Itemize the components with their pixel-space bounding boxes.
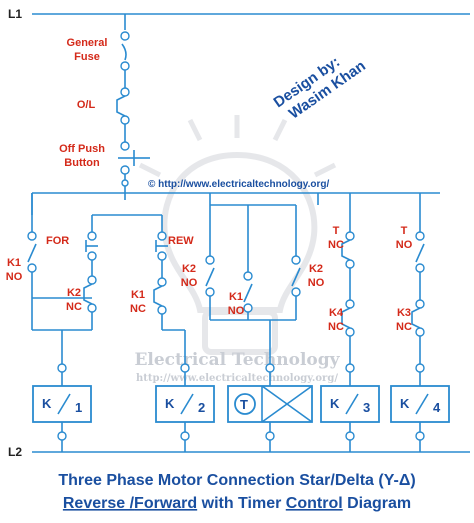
column-k1	[27, 193, 162, 452]
overload-label: O/L	[77, 99, 96, 111]
design-credit: Design by: Wasim Khan	[271, 43, 369, 126]
coil-timer: T	[227, 385, 313, 423]
timer-symbol-icon	[234, 393, 256, 415]
coil-k2-letter: K	[165, 396, 175, 411]
column-timer	[205, 193, 301, 452]
rew-button-label: REW	[168, 235, 194, 247]
coil-k4: K 4	[390, 385, 450, 423]
rail-l2-label: L2	[8, 445, 22, 459]
coil-k3: K 3	[320, 385, 380, 423]
watermark-bulb-icon	[138, 115, 337, 355]
column-k4	[411, 193, 425, 452]
coil-timer-letter: T	[240, 397, 248, 412]
watermark-brand: Electrical Technology	[134, 350, 340, 370]
coil-k1-letter: K	[42, 396, 52, 411]
url-label: © http://www.electricaltechnology.org/	[148, 179, 329, 190]
column-k3	[317, 193, 355, 452]
coil-k3-letter: K	[330, 396, 340, 411]
coil-k3-number: 3	[363, 400, 370, 415]
coil-k1-number: 1	[75, 400, 82, 415]
coil-k1: K 1	[32, 385, 92, 423]
main-series-column	[116, 14, 150, 193]
column-k2	[153, 215, 190, 452]
watermark-url: http://www.electricaltechnology.org/	[136, 373, 338, 384]
diagram-title-line2: Reverse /Forward with Timer Control Diag…	[63, 495, 411, 512]
coil-k2-number: 2	[198, 400, 205, 415]
coil-k4-number: 4	[433, 400, 441, 415]
rail-l1-label: L1	[8, 7, 22, 21]
coil-k2: K 2	[155, 385, 215, 423]
diagram-title-line1: Three Phase Motor Connection Star/Delta …	[58, 472, 415, 489]
for-button-label: FOR	[46, 235, 69, 247]
coil-k4-letter: K	[400, 396, 410, 411]
